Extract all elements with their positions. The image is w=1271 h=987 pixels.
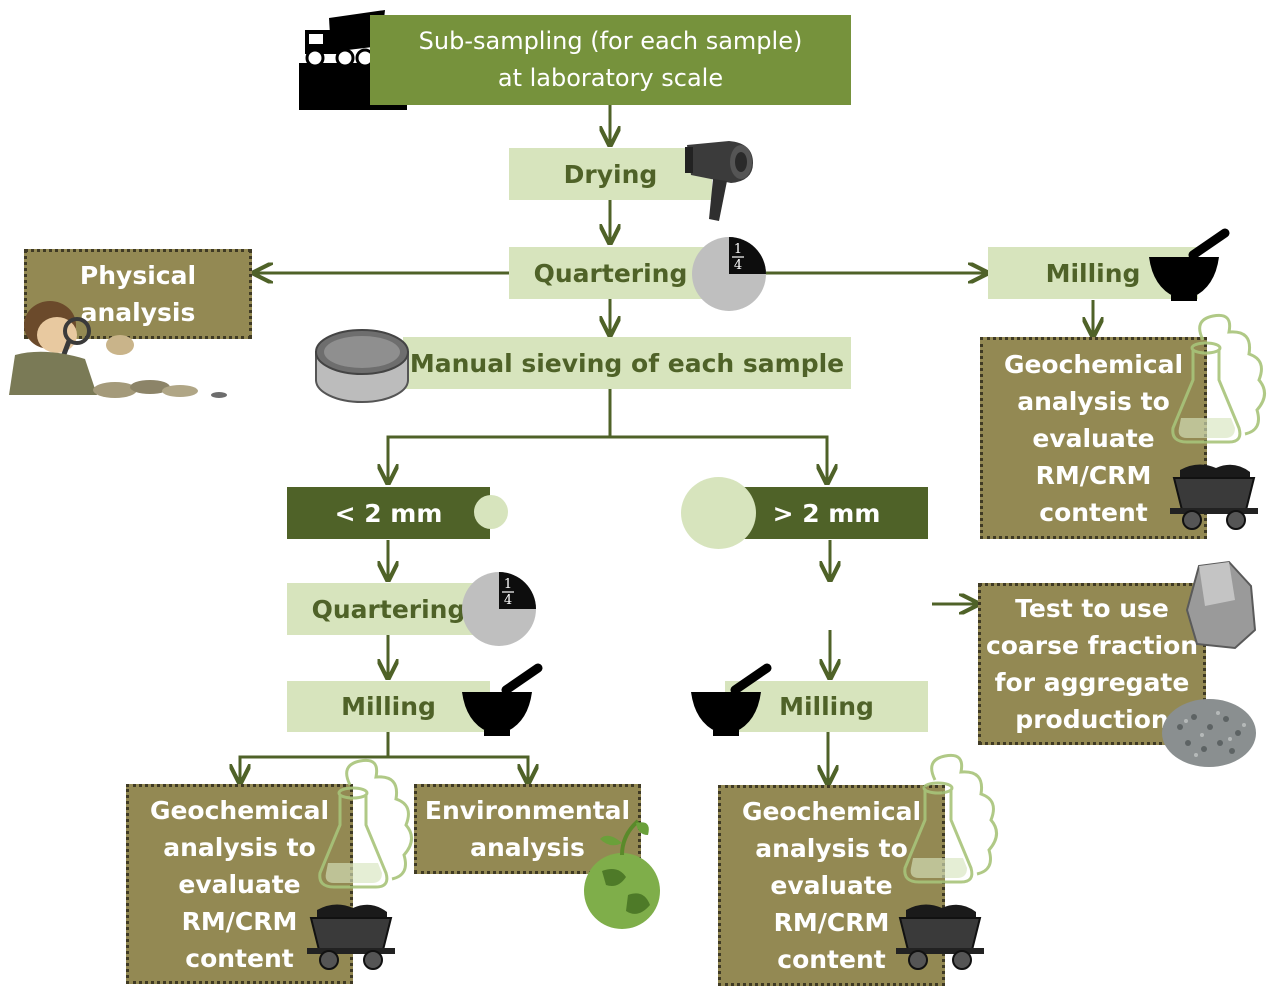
magnifier-person-icon [9, 301, 227, 398]
flask-icon [903, 753, 998, 884]
quarter-denominator: 4 [734, 258, 742, 273]
mine-cart-icon [307, 904, 395, 970]
milling-fine-box: Milling [287, 681, 490, 732]
branch-milling-fine-geo [240, 732, 390, 783]
quarter-numerator: 1 [734, 242, 742, 257]
quartering-fine-box: Quartering [287, 583, 490, 635]
environmental-box: Environmental analysis [414, 784, 641, 874]
geo-fine-label: Geochemical analysis to evaluate RM/CRM … [149, 795, 330, 973]
mine-cart-icon [1170, 464, 1258, 530]
physical-analysis-label: Physical analysis [79, 261, 197, 327]
milling-coarse-label: Milling [779, 692, 874, 721]
quarter-numerator: 1 [504, 577, 512, 592]
drying-box: Drying [509, 148, 712, 200]
mortar-pestle-icon [691, 663, 772, 736]
test-coarse-box: Test to use coarse fraction for aggregat… [978, 583, 1206, 745]
fine-fraction-label: < 2 mm [334, 498, 443, 528]
geo-right-label: Geochemical analysis to evaluate RM/CRM … [1003, 349, 1184, 527]
quartering-top-label: Quartering [533, 258, 688, 288]
fine-particle-icon [474, 495, 508, 529]
test-coarse-label: Test to use coarse fraction for aggregat… [985, 594, 1199, 734]
quarter-pie-icon: 1 4 [462, 572, 536, 646]
subsampling-box: Sub-sampling (for each sample) at labora… [370, 15, 851, 105]
branch-sieving-coarse [610, 435, 827, 483]
coarse-fraction-label: > 2 mm [772, 498, 881, 528]
sieving-box: Manual sieving of each sample [403, 337, 851, 389]
fine-fraction-box: < 2 mm [287, 487, 490, 539]
coarse-fraction-box: > 2 mm [725, 487, 928, 539]
flask-icon [1171, 313, 1266, 444]
mine-cart-icon [896, 904, 984, 970]
subsampling-label: Sub-sampling (for each sample) at labora… [418, 27, 803, 92]
rock-icon [1185, 560, 1257, 650]
quarter-denominator: 4 [504, 593, 512, 608]
milling-coarse-box: Milling [725, 681, 928, 732]
sieve-icon [315, 329, 409, 403]
quarter-pie-icon: 1 4 [692, 237, 766, 311]
milling-right-label: Milling [1045, 258, 1141, 288]
hair-dryer-icon [685, 141, 753, 221]
drying-label: Drying [563, 159, 658, 189]
environmental-label: Environmental analysis [424, 796, 631, 862]
branch-sieving [388, 389, 612, 483]
quartering-fine-label: Quartering [311, 594, 466, 624]
geo-right-box: Geochemical analysis to evaluate RM/CRM … [980, 337, 1207, 539]
coarse-particle-icon [681, 477, 756, 549]
globe-plant-icon [584, 819, 660, 929]
flask-icon [318, 758, 413, 889]
quartering-top-box: Quartering [509, 247, 712, 299]
branch-milling-fine-env [388, 755, 528, 783]
mortar-pestle-icon [462, 663, 543, 736]
milling-fine-label: Milling [341, 692, 436, 721]
geo-coarse-label: Geochemical analysis to evaluate RM/CRM … [741, 797, 922, 974]
gravel-icon [1162, 699, 1256, 767]
sieving-label: Manual sieving of each sample [409, 348, 845, 378]
mortar-pestle-icon [1149, 228, 1230, 301]
